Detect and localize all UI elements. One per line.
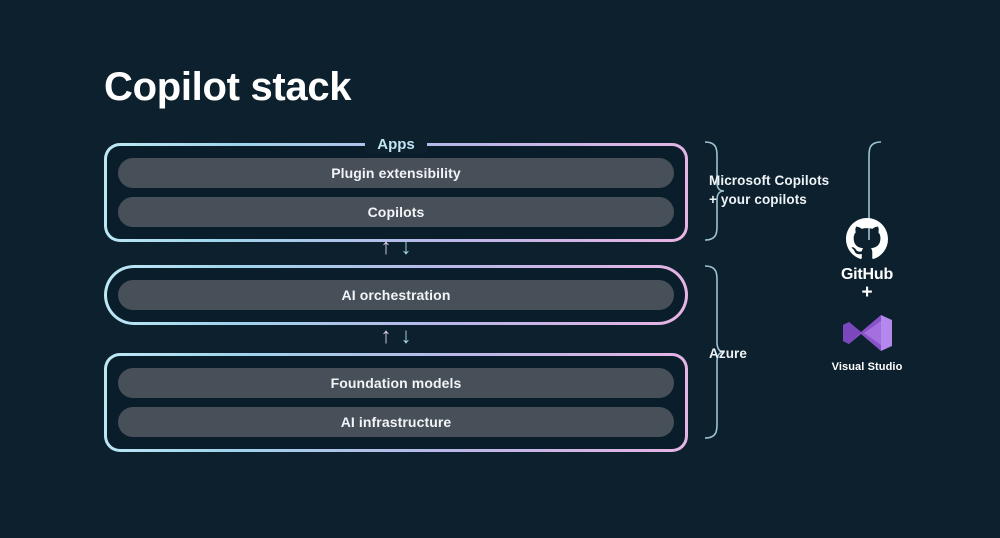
- annotation-copilots-line1: Microsoft Copilots: [709, 173, 830, 188]
- brace-copilots-left-icon: [704, 141, 725, 241]
- logo-caption-github: GitHub: [840, 266, 894, 283]
- logo-block-github: GitHub: [812, 218, 922, 284]
- stack-item-plugin-extensibility[interactable]: Plugin extensibility: [118, 158, 674, 188]
- visual-studio-infinity-icon: [843, 315, 892, 351]
- stack-item-foundation-models[interactable]: Foundation models: [118, 368, 674, 398]
- annotation-azure-line1: Azure: [709, 346, 748, 361]
- arrow-down-icon: ↓: [400, 323, 412, 348]
- logo-caption-visual-studio: Visual Studio: [831, 361, 903, 373]
- arrow-up-icon: ↑: [380, 234, 392, 259]
- stack-group-apps: Plugin extensibility Copilots: [104, 143, 688, 242]
- arrow-up-icon: ↑: [380, 323, 392, 348]
- page-title: Copilot stack: [104, 65, 352, 109]
- brace-azure-left-icon: [704, 265, 725, 439]
- stack-item-copilots[interactable]: Copilots: [118, 197, 674, 227]
- stack-item-ai-orchestration[interactable]: AI orchestration: [118, 280, 674, 310]
- logo-block-visual-studio: Visual Studio: [812, 313, 922, 373]
- stack-item-ai-infrastructure[interactable]: AI infrastructure: [118, 407, 674, 437]
- stack-group-orchestration: AI orchestration: [104, 265, 688, 325]
- github-octocat-icon: [846, 218, 888, 259]
- stack-group-foundation-inner: Foundation models AI infrastructure: [107, 356, 685, 449]
- annotation-microsoft-copilots: Microsoft Copilots + your copilots: [709, 171, 849, 209]
- annotation-copilots-line2: + your copilots: [709, 192, 807, 207]
- arrow-down-icon: ↓: [400, 234, 412, 259]
- brace-copilots-right-icon: [868, 141, 882, 240]
- stack-group-apps-inner: Plugin extensibility Copilots: [107, 146, 685, 239]
- logo-plus-separator: +: [861, 282, 873, 303]
- annotation-azure: Azure: [709, 344, 799, 363]
- stack-group-orchestration-inner: AI orchestration: [107, 268, 685, 322]
- connector-arrows-orchestration-to-foundation: ↑ ↓: [104, 325, 688, 347]
- stack-group-foundation: Foundation models AI infrastructure: [104, 353, 688, 452]
- connector-arrows-apps-to-orchestration: ↑ ↓: [104, 236, 688, 258]
